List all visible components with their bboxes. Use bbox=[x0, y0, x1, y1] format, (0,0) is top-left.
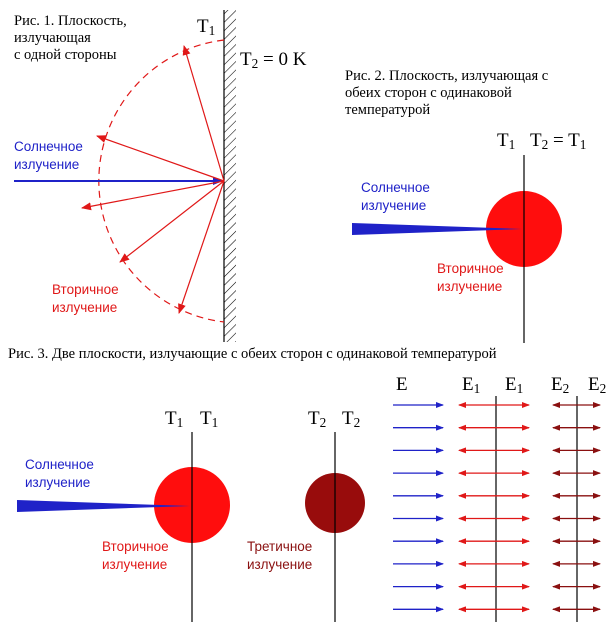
fig2-caption: Рис. 2. Плоскость, излучающая с обеих ст… bbox=[345, 68, 549, 118]
fig3-caption: Рис. 3. Две плоскости, излучающие с обеи… bbox=[8, 346, 497, 362]
fig1-secondary-ray-1 bbox=[182, 45, 225, 182]
fig3-t1-right-label: T1 bbox=[200, 408, 219, 430]
fig1-caption: Рис. 1. Плоскость, излучающая с одной ст… bbox=[14, 13, 127, 63]
fig2-secondary-label: Вторичное излучение bbox=[437, 261, 504, 294]
fig1-secondary-label: Вторичное излучение bbox=[52, 282, 119, 315]
fig3-secondary-label: Вторичное излучение bbox=[102, 539, 169, 572]
fig1-t1-label: T1 bbox=[197, 16, 216, 38]
fig1-secondary-ray-2 bbox=[96, 135, 225, 182]
fig1-solar-label: Солнечное излучение bbox=[14, 139, 83, 172]
fig3-t2-right-label: T2 bbox=[342, 408, 361, 430]
fig2-solar-label: Солнечное излучение bbox=[361, 180, 430, 213]
flux-header-e1-left: E1 bbox=[462, 374, 481, 396]
flux-arrow-grid bbox=[393, 402, 601, 613]
flux-header-e2-right: E2 bbox=[588, 374, 607, 396]
fig1-diagram bbox=[14, 10, 236, 342]
fig1-secondary-ray-5 bbox=[178, 180, 225, 314]
fig3-t1-left-label: T1 bbox=[165, 408, 184, 430]
flux-header-e: E bbox=[396, 374, 408, 395]
fig2-solar-beam bbox=[352, 223, 522, 235]
fig2-t1-label: T1 bbox=[497, 130, 516, 152]
fig2-diagram bbox=[352, 155, 562, 343]
fig3-t2-left-label: T2 bbox=[308, 408, 327, 430]
flux-header-e1-right: E1 bbox=[505, 374, 524, 396]
fig3-solar-beam bbox=[17, 500, 190, 512]
fig3-solar-label: Солнечное излучение bbox=[25, 457, 94, 490]
fig1-secondary-ray-3 bbox=[81, 180, 225, 211]
fig1-hatched-wall bbox=[224, 10, 236, 342]
fig1-t2-label: T2 = 0 K bbox=[240, 49, 307, 71]
fig1-secondary-ray-4 bbox=[119, 180, 225, 263]
fig2-t2-label: T2 = T1 bbox=[530, 130, 587, 152]
fig3-diagram bbox=[17, 396, 601, 622]
flux-header-e2-left: E2 bbox=[551, 374, 570, 396]
fig3-tertiary-label: Третичное излучение bbox=[247, 539, 313, 572]
